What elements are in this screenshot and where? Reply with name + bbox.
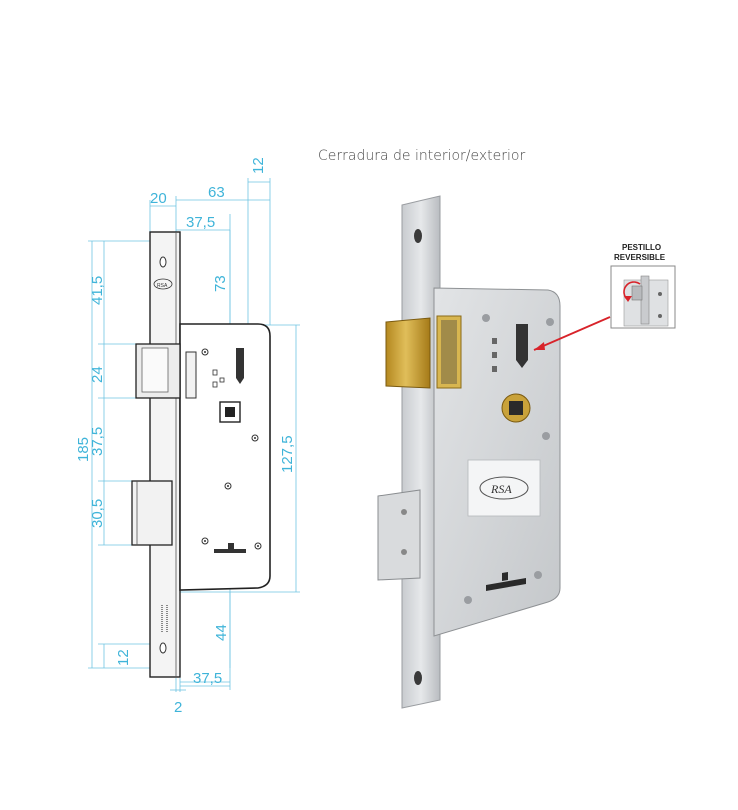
reversible-latch-callout: PESTILLO REVERSIBLE xyxy=(533,243,676,351)
photo-screw-hole xyxy=(414,229,422,243)
deadbolt xyxy=(131,480,173,546)
faceplate xyxy=(149,231,181,678)
follower-lever xyxy=(236,348,244,384)
lock-case xyxy=(179,323,271,591)
photo-screw-hole xyxy=(414,671,422,685)
photo-follower xyxy=(516,324,528,368)
dim-37-5-bottom: 37,5 xyxy=(193,670,222,687)
dim-12-top: 12 xyxy=(250,157,267,174)
photo-deadbolt xyxy=(377,489,421,581)
technical-drawing: RSA 20 63 12 37,5 73 xyxy=(75,157,300,716)
dim-20: 20 xyxy=(150,190,167,207)
dim-2: 2 xyxy=(174,699,182,716)
dim-37-5-left: 37,5 xyxy=(89,427,106,456)
caption-title: Cerradura de interior/exterior xyxy=(318,148,526,164)
keyhole xyxy=(214,543,246,553)
dim-63: 63 xyxy=(208,184,225,201)
logo-mark xyxy=(153,278,173,290)
dim-127-5: 127,5 xyxy=(279,435,296,473)
dim-44: 44 xyxy=(213,624,230,641)
logo-mark-text: RSA xyxy=(157,283,168,289)
brand-logo-text: RSA xyxy=(490,482,512,496)
callout-pointer xyxy=(533,316,611,351)
dim-12-bottom: 12 xyxy=(115,649,132,666)
callout-line-2: REVERSIBLE xyxy=(614,253,666,262)
dim-185: 185 xyxy=(75,437,92,462)
callout-line-1: PESTILLO xyxy=(622,243,661,252)
dim-41-5: 41,5 xyxy=(89,276,106,305)
screw-hole xyxy=(159,642,167,654)
product-photo: RSA xyxy=(377,195,561,709)
brass-latch xyxy=(385,317,431,389)
dim-30-5: 30,5 xyxy=(89,499,106,528)
screw-hole xyxy=(159,256,167,268)
dim-37-5-top: 37,5 xyxy=(186,214,215,231)
dim-73: 73 xyxy=(212,275,229,292)
dim-24: 24 xyxy=(89,366,106,383)
photo-keyhole xyxy=(486,572,526,591)
photo-spindle-hub xyxy=(509,401,523,415)
